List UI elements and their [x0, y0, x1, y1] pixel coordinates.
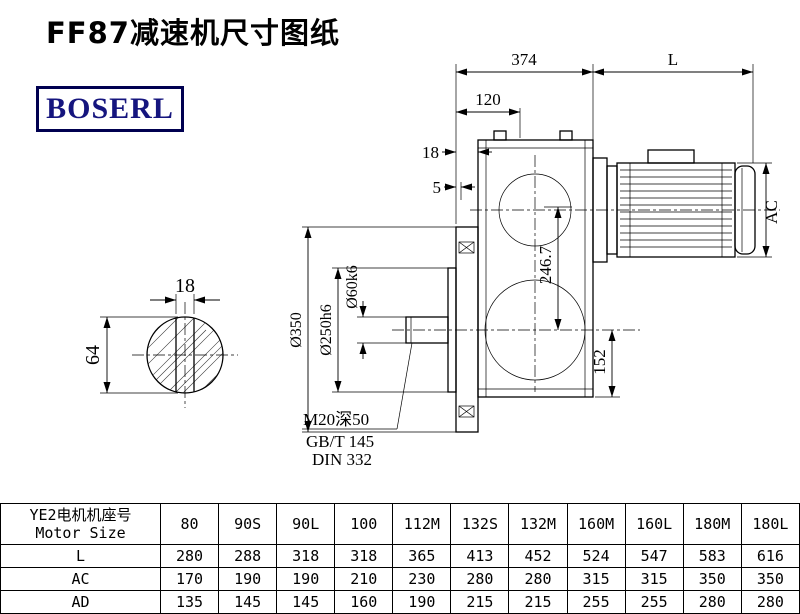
col-header: 132M: [508, 503, 568, 545]
cell: 318: [334, 544, 394, 568]
cell: 215: [450, 590, 510, 614]
cell: 547: [624, 544, 684, 568]
dim-ac-label: AC: [762, 200, 781, 224]
dim-18-label: 18: [422, 143, 439, 162]
dim-spigot-od-label: Ø250h6: [318, 304, 335, 356]
cell: 145: [276, 590, 336, 614]
table-row-L: L 280 288 318 318 365 413 452 524 547 58…: [0, 544, 800, 568]
col-header: 160L: [624, 503, 684, 545]
dim-152-label: 152: [590, 349, 609, 375]
col-header: 180M: [682, 503, 742, 545]
col-header: 90S: [218, 503, 278, 545]
cell: 524: [566, 544, 626, 568]
cell: 365: [392, 544, 452, 568]
cell: 350: [682, 567, 742, 591]
note-tap-label: M20深50: [303, 410, 369, 429]
cell: 616: [740, 544, 800, 568]
cell: 280: [450, 567, 510, 591]
col-header: 80: [159, 503, 220, 545]
cell: 280: [159, 544, 220, 568]
cell: 583: [682, 544, 742, 568]
table-row-AD: AD 135 145 145 160 190 215 215 255 255 2…: [0, 590, 800, 614]
cell: 190: [276, 567, 336, 591]
cell: 210: [334, 567, 394, 591]
dim-120-label: 120: [475, 90, 501, 109]
cell: 255: [624, 590, 684, 614]
col-header: 132S: [450, 503, 510, 545]
cell: 280: [682, 590, 742, 614]
shaft-end-view: 18 64: [82, 275, 238, 408]
shaft-height-label: 64: [82, 345, 104, 365]
row-label: L: [0, 544, 161, 568]
motor-size-table: YE2电机机座号 Motor Size 80 90S 90L 100 112M …: [0, 503, 800, 614]
centerlines: [392, 155, 780, 392]
cell: 190: [392, 590, 452, 614]
table-header-row: YE2电机机座号 Motor Size 80 90S 90L 100 112M …: [0, 503, 800, 545]
motor-outline: [592, 149, 756, 263]
motor-size-header-cn: YE2电机机座号: [29, 506, 132, 524]
cell: 190: [218, 567, 278, 591]
cell: 413: [450, 544, 510, 568]
tap-hole-note: M20深50 GB/T 145 DIN 332: [302, 342, 413, 469]
brand-logo-text: BOSERL: [46, 92, 174, 125]
cell: 288: [218, 544, 278, 568]
dim-shaft-od-label: Ø60k6: [344, 265, 361, 309]
dim-5-label: 5: [433, 178, 442, 197]
col-header: 180L: [740, 503, 800, 545]
cell: 452: [508, 544, 568, 568]
shaft-key-width-label: 18: [175, 275, 195, 297]
dim-overall-length-label: 374: [511, 50, 537, 69]
col-header: 100: [334, 503, 394, 545]
note-din-label: DIN 332: [312, 450, 372, 469]
brand-logo: BOSERL: [36, 86, 184, 132]
motor-size-header-cell: YE2电机机座号 Motor Size: [0, 503, 161, 545]
cell: 315: [624, 567, 684, 591]
cell: 318: [276, 544, 336, 568]
cell: 135: [159, 590, 220, 614]
cell: 350: [740, 567, 800, 591]
cell: 215: [508, 590, 568, 614]
dim-flange-od-label: Ø350: [288, 312, 305, 348]
col-header: 90L: [276, 503, 336, 545]
col-header: 112M: [392, 503, 452, 545]
col-header: 160M: [566, 503, 626, 545]
gear-unit-outline: [405, 130, 594, 433]
row-label: AC: [0, 567, 161, 591]
cell: 145: [218, 590, 278, 614]
motor-size-header-en: Motor Size: [35, 524, 126, 542]
row-label: AD: [0, 590, 161, 614]
page-title: FF87减速机尺寸图纸: [46, 16, 340, 50]
cell: 315: [566, 567, 626, 591]
cell: 255: [566, 590, 626, 614]
cell: 280: [740, 590, 800, 614]
cell: 170: [159, 567, 220, 591]
technical-drawing: 18 64: [82, 50, 781, 469]
note-gbt-label: GB/T 145: [306, 432, 374, 451]
cell: 280: [508, 567, 568, 591]
dim-motor-length-label: L: [668, 50, 678, 69]
table-row-AC: AC 170 190 190 210 230 280 280 315 315 3…: [0, 567, 800, 591]
dimension-lines: 374 L 120 18 5 AC 246.7: [288, 50, 781, 433]
section-hatching: [147, 317, 223, 393]
cell: 160: [334, 590, 394, 614]
cell: 230: [392, 567, 452, 591]
dim-246-label: 246.7: [536, 245, 555, 284]
